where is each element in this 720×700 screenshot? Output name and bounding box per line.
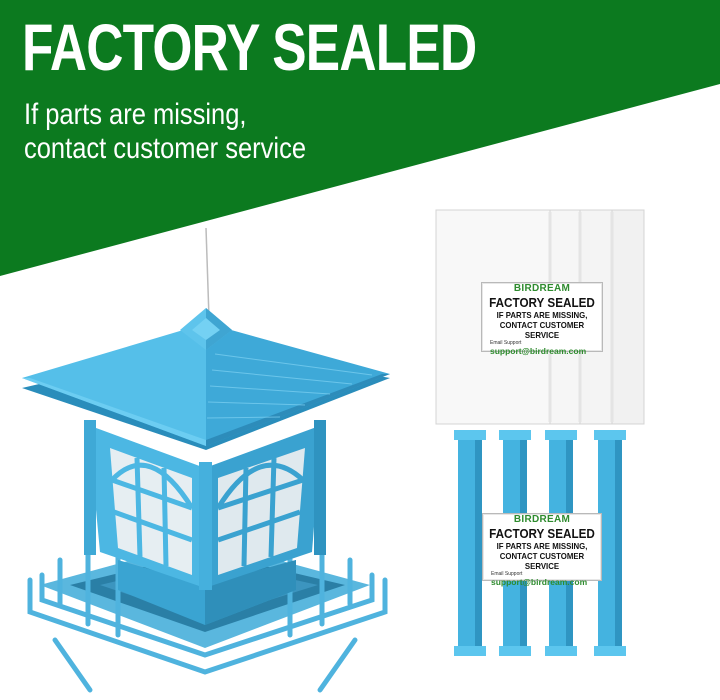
- label-line-1: IF PARTS ARE MISSING,: [496, 541, 588, 551]
- label-line-2: CONTACT CUSTOMER SERVICE: [499, 320, 585, 340]
- headline: FACTORY SEALED: [22, 10, 477, 84]
- brand-logo: BIRDREAM: [513, 514, 571, 525]
- label-line-2: CONTACT CUSTOMER SERVICE: [499, 551, 585, 571]
- subline-line-2: contact customer service: [24, 132, 307, 165]
- factory-sealed-label-panels: BIRDREAM FACTORY SEALED IF PARTS ARE MIS…: [481, 282, 603, 356]
- factory-sealed-label-pillars: BIRDREAM FACTORY SEALED IF PARTS ARE MIS…: [482, 513, 602, 587]
- subline: If parts are missing, contact customer s…: [24, 98, 306, 166]
- label-title: FACTORY SEALED: [489, 526, 595, 541]
- hanging-wire: [205, 227, 210, 319]
- bird-feeder-image: [22, 308, 390, 693]
- label-support-caption: Email Support: [490, 340, 522, 346]
- label-line-1: IF PARTS ARE MISSING,: [496, 310, 588, 320]
- subline-line-1: If parts are missing,: [24, 98, 247, 131]
- label-email: support@birdream.com: [491, 577, 588, 587]
- brand-logo: BIRDREAM: [513, 283, 571, 294]
- label-support-caption: Email Support: [491, 571, 523, 577]
- label-title: FACTORY SEALED: [489, 295, 595, 310]
- label-email: support@birdream.com: [490, 346, 587, 356]
